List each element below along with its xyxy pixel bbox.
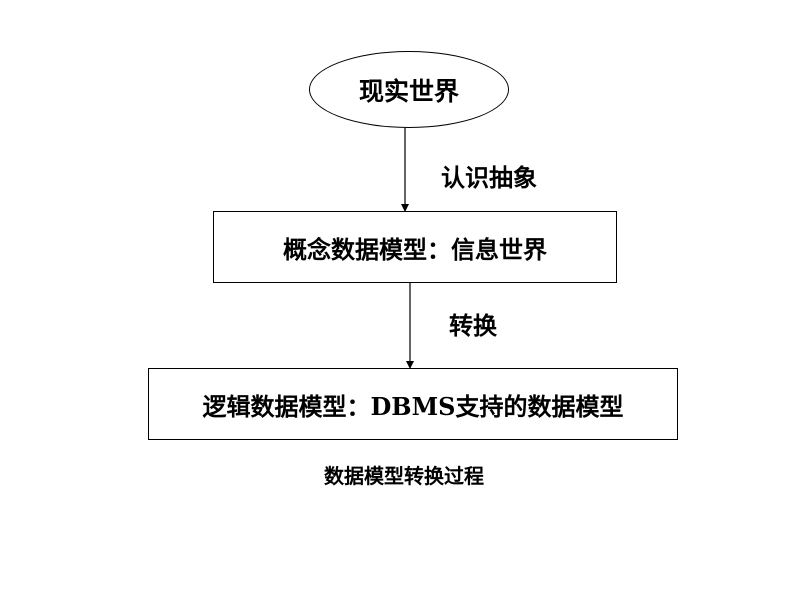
node-real-world: 现实世界 [309, 51, 509, 128]
node-real-world-label: 现实世界 [358, 76, 459, 106]
edge-label-abstraction: 认识抽象 [441, 163, 537, 192]
node-logical-model: 逻辑数据模型：DBMS支持的数据模型 [148, 368, 678, 440]
node-logical-model-label: 逻辑数据模型：DBMS支持的数据模型 [202, 391, 624, 421]
node-conceptual-model-label: 概念数据模型：信息世界 [283, 234, 547, 264]
node-conceptual-model: 概念数据模型：信息世界 [213, 211, 617, 283]
edge-label-transformation: 转换 [449, 311, 497, 340]
figure-caption: 数据模型转换过程 [324, 464, 484, 488]
